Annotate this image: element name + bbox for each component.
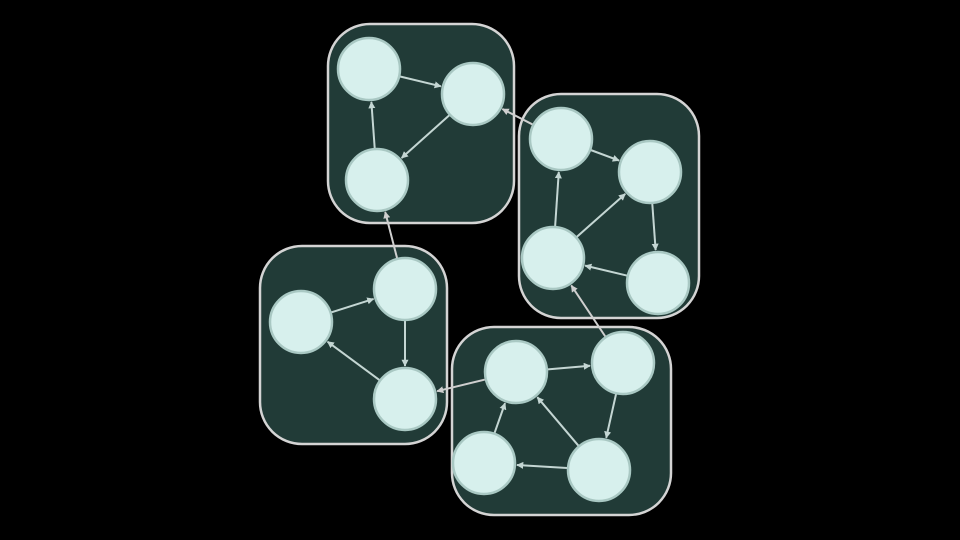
node-c1 (268, 289, 334, 355)
edge-d4-d1 (536, 396, 580, 447)
node-a1 (336, 36, 402, 102)
node-a2 (440, 61, 506, 127)
edge-b1-b2 (590, 149, 620, 162)
node-d4 (566, 437, 632, 503)
node-a3 (344, 147, 410, 213)
edge-b2-b4 (651, 203, 659, 251)
edge-a1-a2 (399, 75, 442, 89)
node-d2 (590, 330, 656, 396)
node-b2 (617, 139, 683, 205)
inter-edge-d2-b3 (570, 284, 607, 337)
inter-cluster-edge-layer (383, 108, 607, 394)
edge-c1-c2 (331, 297, 375, 314)
edge-layer (326, 75, 659, 470)
edge-b3-b2 (576, 193, 626, 238)
edge-d4-d3 (516, 461, 568, 470)
edge-b3-b1 (554, 171, 562, 227)
node-b1 (528, 106, 594, 172)
edge-d1-d2 (547, 362, 591, 371)
node-c3 (372, 366, 438, 432)
edge-a3-a1 (368, 101, 376, 149)
inter-edge-b1-a2 (501, 108, 533, 126)
node-c2 (372, 256, 438, 322)
inter-edge-c2-a3 (383, 211, 399, 259)
edge-c3-c1 (326, 340, 380, 381)
node-b3 (520, 225, 586, 291)
node-b4 (625, 250, 691, 316)
edge-a2-a3 (400, 114, 450, 159)
edge-b4-b3 (584, 263, 628, 277)
node-d3 (451, 430, 517, 496)
node-layer (268, 36, 691, 503)
edge-d3-d1 (493, 402, 507, 434)
node-d1 (483, 339, 549, 405)
edge-d2-d4 (604, 394, 617, 439)
inter-edge-d1-c3 (436, 378, 486, 394)
